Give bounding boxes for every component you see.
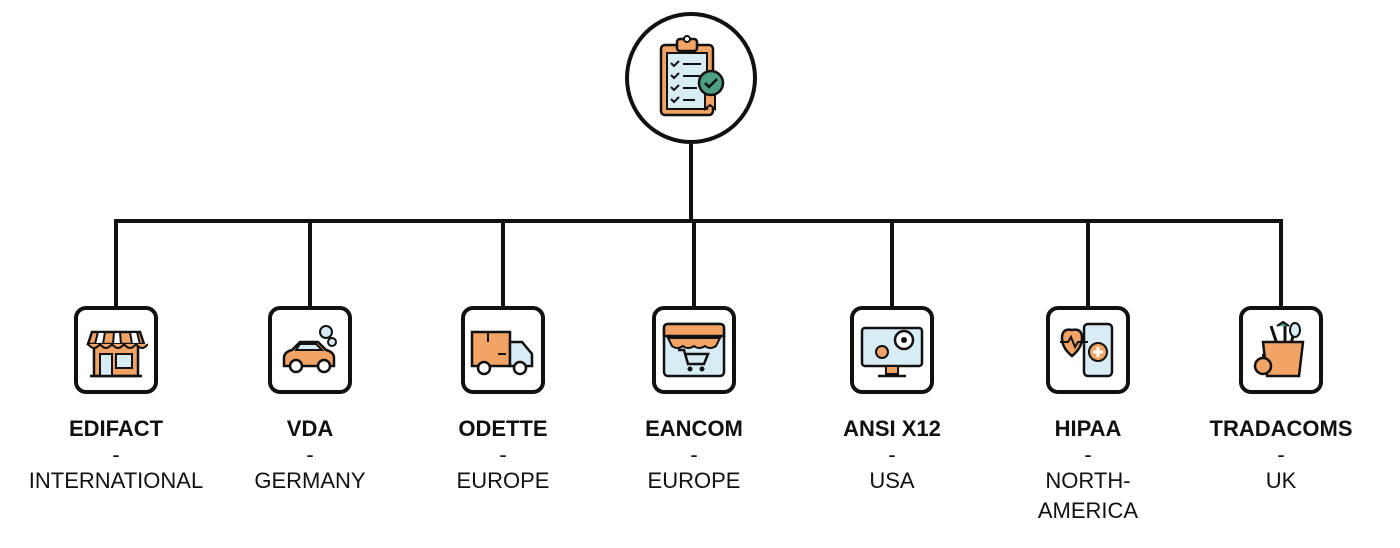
monitor-gears-icon [860, 326, 924, 378]
node-edifact [74, 306, 158, 394]
standard-region: USA [869, 468, 915, 493]
caption-vda: VDA - GERMANY [200, 414, 420, 496]
car-icon [282, 325, 337, 374]
separator-dash: - [306, 442, 314, 467]
node-tradacoms [1239, 306, 1323, 394]
standard-region: GERMANY [254, 468, 366, 493]
caption-tradacoms: TRADACOMS - UK [1171, 414, 1391, 496]
standard-name: TRADACOMS [1209, 416, 1353, 441]
separator-dash: - [112, 442, 120, 467]
standard-region: EUROPE [647, 468, 741, 493]
separator-dash: - [1277, 442, 1285, 467]
node-ansi-x12 [850, 306, 934, 394]
separator-dash: - [499, 442, 507, 467]
caption-odette: ODETTE - EUROPE [393, 414, 613, 496]
root-node [625, 12, 757, 144]
caption-eancom: EANCOM - EUROPE [584, 414, 804, 496]
node-odette [461, 306, 545, 394]
standard-region: INTERNATIONAL [28, 468, 204, 493]
standard-region: UK [1265, 468, 1297, 493]
standard-name: HIPAA [1054, 416, 1122, 441]
delivery-truck-icon [470, 330, 534, 376]
separator-dash: - [1084, 442, 1092, 467]
standard-region: EUROPE [456, 468, 550, 493]
separator-dash: - [690, 442, 698, 467]
separator-dash: - [888, 442, 896, 467]
standard-name: ODETTE [458, 416, 548, 441]
standard-name: ANSI X12 [843, 416, 941, 441]
standard-name: EDIFACT [68, 416, 164, 441]
standard-name: EANCOM [645, 416, 743, 441]
clipboard-checklist-icon [659, 35, 725, 117]
caption-ansi-x12: ANSI X12 - USA [782, 414, 1002, 496]
health-phone-icon [1060, 322, 1114, 378]
caption-edifact: EDIFACT - INTERNATIONAL [6, 414, 226, 496]
node-eancom [652, 306, 736, 394]
online-shop-cart-icon [662, 322, 726, 378]
node-vda [268, 306, 352, 394]
standard-name: VDA [286, 416, 334, 441]
caption-hipaa: HIPAA - NORTH-AMERICA [978, 414, 1198, 526]
standard-region: NORTH-AMERICA [1037, 468, 1139, 523]
grocery-bag-icon [1253, 320, 1305, 378]
node-hipaa [1046, 306, 1130, 394]
storefront-icon [86, 330, 148, 378]
